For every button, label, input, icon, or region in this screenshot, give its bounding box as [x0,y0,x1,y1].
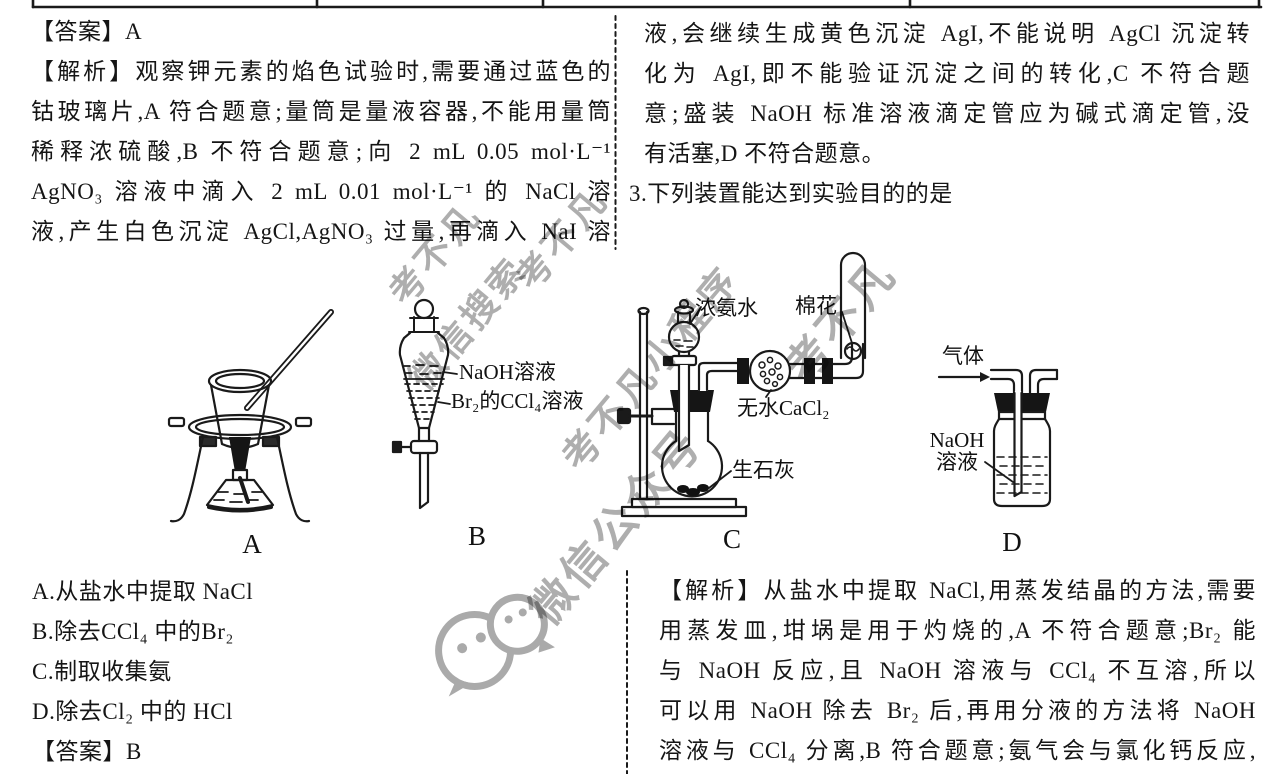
label-naoh-solution: NaOH溶液 [459,360,556,384]
q2-analysis-line: AgNO₃ 溶液中滴入 2 mL 0.01 mol·L⁻¹ 的 NaCl 溶 [31,179,611,204]
option-a: A.从盐水中提取 NaCl [32,579,254,604]
q2-answer-analysis-block: 【答案】A 【解析】观察钾元素的焰色试验时,需要通过蓝色的 钴玻璃片,A 符合题… [31,12,611,252]
label-concentrated-ammonia: 浓氨水 [695,296,758,320]
q2-analysis-line: 【解析】观察钾元素的焰色试验时,需要通过蓝色的 [31,59,611,84]
q2-analysis-line: 稀释浓硫酸,B 不符合题意;向 2 mL 0.05 mol·L⁻¹ [31,139,611,164]
option-c: C.制取收集氨 [32,659,172,684]
q3-analysis-line: 与 NaOH 反应,且 NaOH 溶液与 CCl₄ 不互溶,所以 [659,658,1256,683]
apparatus-b-separating-funnel [391,298,458,510]
q2-analysis-line: 化为 AgI,即不能验证沉淀之间的转化,C 不符合题 [644,61,1250,86]
q2-analysis-continued-block: 液,会继续生成黄色沉淀 AgI,不能说明 AgCl 沉淀转 化为 AgI,即不能… [629,14,1250,214]
apparatus-b-letter: B [467,521,486,551]
q3-analysis-line: 【解析】从盐水中提取 NaCl,用蒸发结晶的方法,需要 [659,578,1256,603]
q3-analysis-block: 【解析】从盐水中提取 NaCl,用蒸发结晶的方法,需要 用蒸发皿,坩埚是用于灼烧… [659,571,1256,771]
q3-analysis-line: 溶液与 CCl₄ 分离,B 符合题意;氨气会与氯化钙反应, [659,738,1256,763]
label-anhydrous-cacl2: 无水CaCl₂ [737,396,830,420]
q2-analysis-line: 有活塞,D 不符合题意。 [644,141,886,166]
q2-analysis-line: 液,会继续生成黄色沉淀 AgI,不能说明 AgCl 沉淀转 [644,21,1250,46]
q3-analysis-line: 可以用 NaOH 除去 Br₂ 后,再用分液的方法将 NaOH [659,698,1256,723]
q2-answer-line: 【答案】A [31,19,143,44]
q2-analysis-line: 钴玻璃片,A 符合题意;量筒是量液容器,不能用量筒 [31,99,611,124]
q2-analysis-line: 液,产生白色沉淀 AgCl,AgNO₃ 过量,再滴入 NaI 溶 [31,219,611,244]
option-d: D.除去Cl₂ 中的 HCl [32,699,233,724]
q3-analysis-line: 用蒸发皿,坩埚是用于灼烧的,A 不符合题意;Br₂ 能 [659,618,1256,643]
column-divider [614,15,628,774]
apparatus-a-letter: A [242,529,262,559]
table-remnant [31,0,1263,9]
label-cotton: 棉花 [795,294,837,318]
watermark-text: 考不凡 [776,249,907,392]
q3-answer-line: 【答案】B [32,739,142,764]
apparatus-d-letter: D [1002,527,1022,557]
q2-analysis-line: 意;盛装 NaOH 标准溶液滴定管应为碱式滴定管,没 [644,101,1250,126]
apparatus-a-crucible-heating [167,309,334,523]
option-b: B.除去CCl₄ 中的Br₂ [32,619,234,644]
apparatus-c-letter: C [722,524,741,554]
label-br2-ccl4-solution: Br₂的CCl₄溶液 [451,389,584,413]
label-naoh-line2: 溶液 [936,450,978,474]
label-naoh-line1: NaOH [929,428,985,452]
q3-options-block: A.从盐水中提取 NaCl B.除去CCl₄ 中的Br₂ C.制取收集氨 D.除… [32,572,592,772]
watermark-text: 考不凡小程序 [554,258,749,479]
label-gas: 气体 [942,344,984,368]
label-naoh-solution-d: NaOH 溶液 [928,429,986,473]
question-3-stem: 3.下列装置能达到实验目的的是 [629,181,953,206]
label-quicklime: 生石灰 [732,458,795,482]
